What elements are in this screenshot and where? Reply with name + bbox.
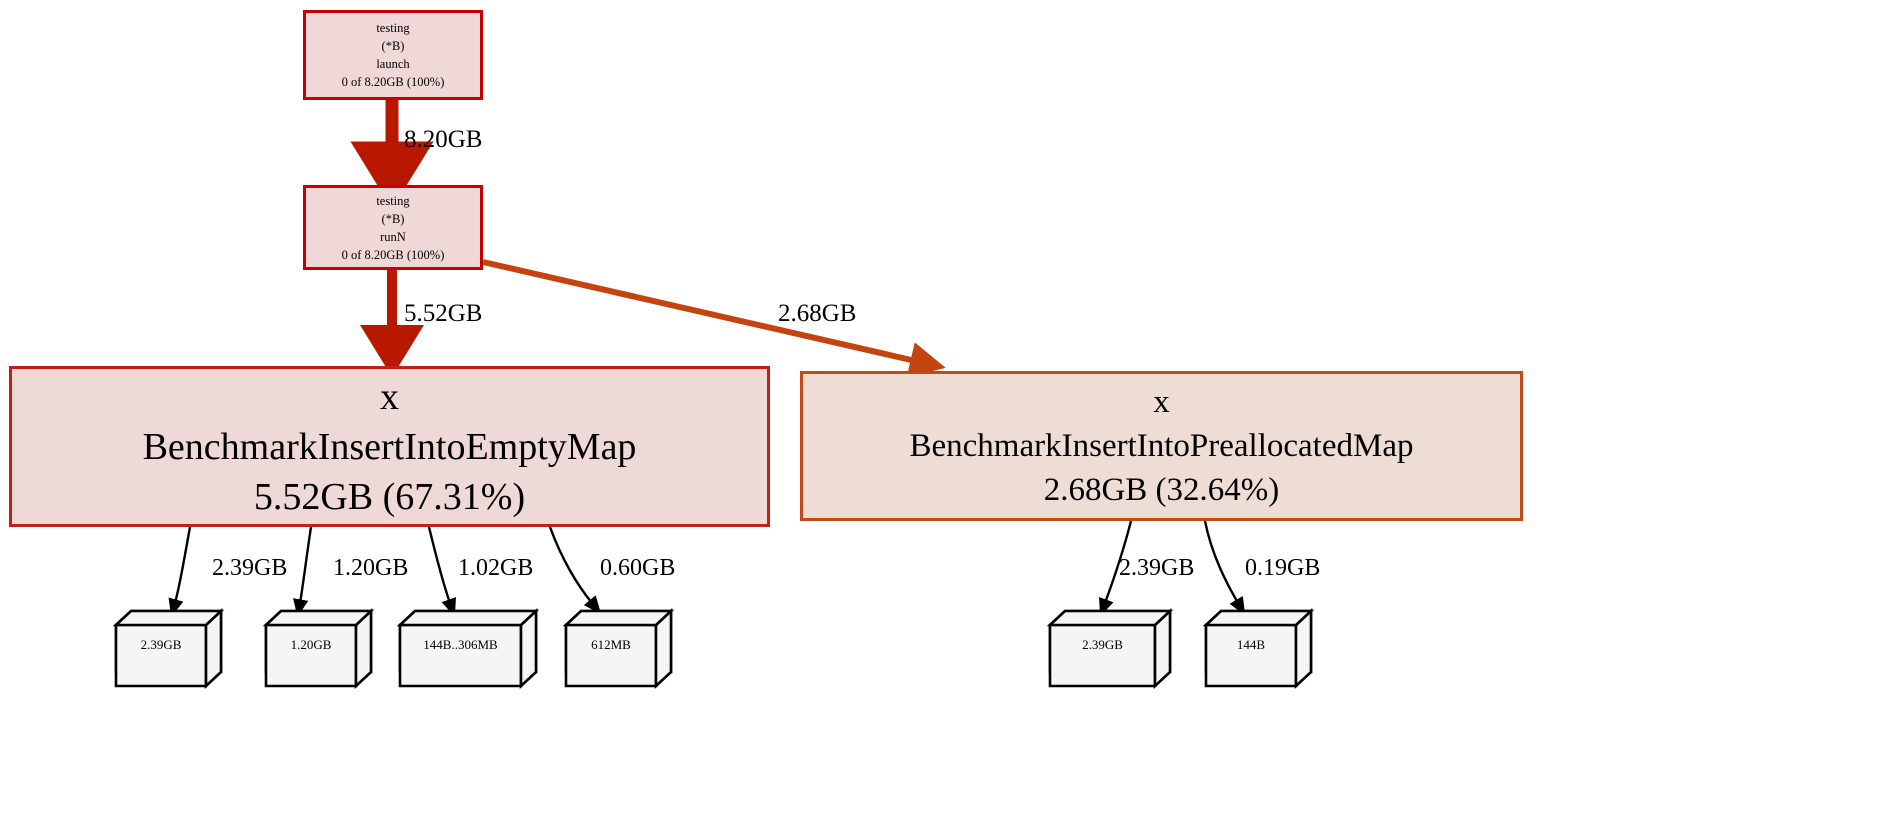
edge-prealloc-to-leaf-2 (1203, 520, 1246, 616)
node-benchmark-insert-into-empty-map[interactable]: x BenchmarkInsertIntoEmptyMap 5.52GB (67… (9, 366, 770, 527)
edge-label-prealloc-to-leaf-1: 2.39GB (1119, 555, 1195, 581)
edge-label-prealloc-to-leaf-2: 0.19GB (1245, 555, 1321, 581)
node-line-package: testing (376, 21, 410, 35)
node-testing-launch[interactable]: testing (*B) launch 0 of 8.20GB (100%) (303, 10, 483, 100)
node-line-function: runN (380, 229, 406, 244)
leaf-label: 1.20GB (290, 637, 332, 652)
node-line-function: launch (376, 57, 410, 71)
leaf-label: 144B..306MB (423, 637, 498, 652)
edge-label-empty-to-leaf-4: 0.60GB (600, 555, 676, 581)
leaf-label: 144B (1236, 637, 1266, 652)
edge-label-runN-to-empty: 5.52GB (404, 300, 483, 327)
node-line-receiver: (*B) (381, 39, 405, 53)
edge-label-empty-to-leaf-1: 2.39GB (212, 555, 288, 581)
node-line-stat: 0 of 8.20GB (100%) (341, 75, 445, 89)
node-line-stat: 5.52GB (67.31%) (253, 475, 526, 518)
edge-label-empty-to-leaf-3: 1.02GB (458, 555, 534, 581)
node-line-package: x (1153, 384, 1170, 420)
node-line-package: x (380, 375, 399, 418)
edge-label-empty-to-leaf-2: 1.20GB (333, 555, 409, 581)
node-line-stat: 2.68GB (32.64%) (1043, 472, 1280, 508)
node-line-function: BenchmarkInsertIntoEmptyMap (142, 425, 637, 468)
edge-empty-to-leaf-2 (293, 526, 313, 618)
edge-empty-to-leaf-3 (427, 526, 457, 617)
leaf-label: 2.39GB (1082, 637, 1123, 652)
edge-label-runN-to-prealloc: 2.68GB (778, 300, 857, 327)
node-line-receiver: (*B) (381, 211, 405, 226)
edge-empty-to-leaf-4 (548, 526, 602, 615)
node-line-stat: 0 of 8.20GB (100%) (341, 247, 445, 262)
leaf-label: 2.39GB (140, 637, 182, 652)
node-testing-runN[interactable]: testing (*B) runN 0 of 8.20GB (100%) (303, 185, 483, 270)
edge-empty-to-leaf-1 (168, 526, 192, 617)
node-line-package: testing (376, 193, 410, 208)
edge-label-launch-to-runN: 8.20GB (404, 126, 483, 153)
node-line-function: BenchmarkInsertIntoPreallocatedMap (909, 428, 1414, 464)
leaf-label: 612MB (591, 637, 631, 652)
node-benchmark-insert-into-preallocated-map[interactable]: x BenchmarkInsertIntoPreallocatedMap 2.6… (800, 371, 1523, 521)
